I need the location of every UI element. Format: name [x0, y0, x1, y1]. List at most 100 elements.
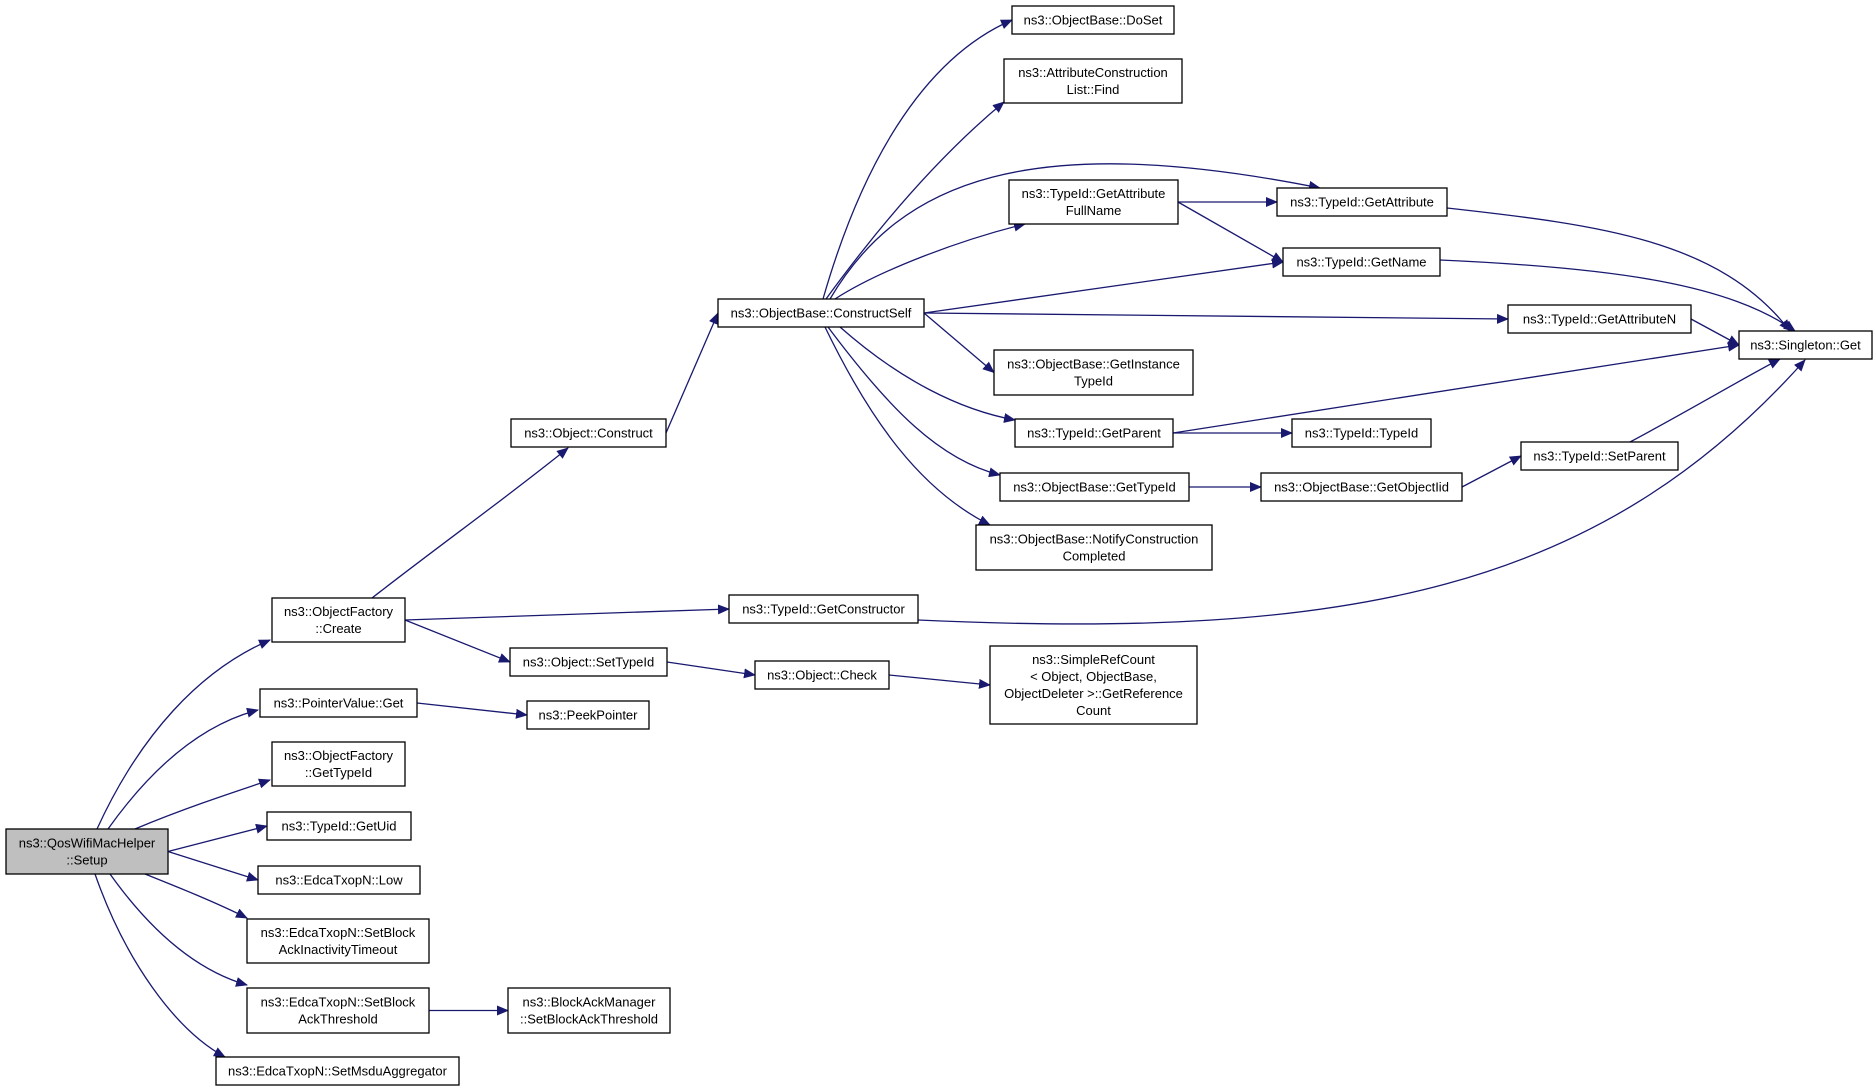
edge-tid_getattribute-to-singleton_get [1446, 207, 1791, 332]
edge-root-to-of_create [96, 639, 271, 830]
node-label-line: ns3::EdcaTxopN::Low [275, 872, 403, 887]
node-obj-settypeid[interactable]: ns3::Object::SetTypeId [509, 647, 668, 677]
node-label-line: ns3::ObjectFactory [284, 604, 394, 619]
node-label-line: AckInactivityTimeout [279, 942, 398, 957]
node-box [993, 349, 1194, 396]
node-label-line: ns3::Object::SetTypeId [523, 654, 655, 669]
node-tid-getattributen[interactable]: ns3::TypeId::GetAttributeN [1507, 304, 1692, 334]
node-of-create[interactable]: ns3::ObjectFactory::Create [271, 597, 406, 643]
edge-of_create-to-tid_getconstructor [404, 604, 730, 621]
edge-ob_constructself-to-tid_getattributen [923, 312, 1509, 324]
node-obj-construct[interactable]: ns3::Object::Construct [510, 418, 667, 448]
node-tid-getattribute[interactable]: ns3::TypeId::GetAttribute [1276, 187, 1448, 217]
node-label-line: ns3::Object::Construct [524, 425, 653, 440]
node-tid-getuid[interactable]: ns3::TypeId::GetUid [266, 811, 412, 841]
edge-tid_getparent-to-singleton_get [1172, 341, 1740, 434]
node-label-line: ns3::PeekPointer [538, 707, 638, 722]
node-label-line: AckThreshold [298, 1011, 377, 1026]
node-label-line: ns3::EdcaTxopN::SetMsduAggregator [228, 1063, 448, 1078]
node-label-line: ns3::TypeId::GetParent [1027, 425, 1161, 440]
node-edca-low[interactable]: ns3::EdcaTxopN::Low [257, 865, 421, 895]
node-label-line: ns3::TypeId::GetUid [282, 818, 397, 833]
node-box [246, 987, 430, 1034]
node-box [1011, 5, 1175, 35]
node-box [266, 811, 412, 841]
node-label-line: ns3::PointerValue::Get [274, 695, 404, 710]
node-label-line: ns3::ObjectBase::GetInstance [1007, 356, 1180, 371]
edge-pv_get-to-peekpointer [416, 702, 528, 719]
node-ob-notify[interactable]: ns3::ObjectBase::NotifyConstructionCompl… [975, 524, 1213, 571]
edge-ob_constructself-to-ob_notify [824, 326, 991, 526]
node-tid-typeid[interactable]: ns3::TypeId::TypeId [1291, 418, 1432, 448]
node-tid-getparent[interactable]: ns3::TypeId::GetParent [1014, 418, 1174, 448]
edge-obj_settypeid-to-obj_check [666, 661, 756, 679]
node-box [246, 918, 430, 964]
edge-tid_getname-to-singleton_get [1439, 259, 1796, 332]
node-pv-get[interactable]: ns3::PointerValue::Get [259, 688, 418, 718]
edge-ob_constructself-to-ob_gettypeid [827, 326, 1001, 478]
edge-ob_constructself-to-tid_getattrfullname [834, 221, 1026, 300]
edge-of_create-to-obj_construct [371, 447, 569, 599]
node-obj-check[interactable]: ns3::Object::Check [754, 660, 890, 690]
node-ob-constructself[interactable]: ns3::ObjectBase::ConstructSelf [717, 298, 925, 328]
node-root[interactable]: ns3::QosWifiMacHelper::Setup [5, 828, 169, 875]
edge-ob_constructself-to-ob_getinstancetypeid [923, 312, 995, 374]
node-label-line: TypeId [1074, 373, 1113, 388]
node-box [728, 594, 919, 624]
node-edca-setbat[interactable]: ns3::EdcaTxopN::SetBlockAckThreshold [246, 987, 430, 1034]
node-ob-gettypeid[interactable]: ns3::ObjectBase::GetTypeId [999, 472, 1190, 502]
node-label-line: ns3::TypeId::GetConstructor [742, 601, 905, 616]
node-box [1260, 472, 1463, 502]
node-label-line: ns3::AttributeConstruction [1018, 65, 1168, 80]
edge-root-to-edca_low [167, 850, 259, 882]
edge-root-to-edca_setbat [109, 873, 248, 987]
node-peekpointer[interactable]: ns3::PeekPointer [526, 700, 650, 730]
node-box [1014, 418, 1174, 448]
node-box [257, 865, 421, 895]
edge-root-to-edca_setbai [139, 871, 248, 919]
node-box [999, 472, 1190, 502]
node-label-line: ns3::TypeId::GetAttribute [1022, 186, 1166, 201]
node-tid-setparent[interactable]: ns3::TypeId::SetParent [1520, 441, 1679, 471]
node-ob-doset[interactable]: ns3::ObjectBase::DoSet [1011, 5, 1175, 35]
node-box [526, 700, 650, 730]
node-box [1738, 330, 1873, 360]
node-edca-setmsdu[interactable]: ns3::EdcaTxopN::SetMsduAggregator [215, 1056, 460, 1086]
node-label-line: ns3::TypeId::GetAttribute [1290, 194, 1434, 209]
node-bam-setbat[interactable]: ns3::BlockAckManager::SetBlockAckThresho… [507, 987, 671, 1034]
edge-ob_constructself-to-tid_getparent [839, 326, 1016, 423]
node-label-line: ns3::ObjectBase::ConstructSelf [731, 305, 912, 320]
node-edca-setbai[interactable]: ns3::EdcaTxopN::SetBlockAckInactivityTim… [246, 918, 430, 964]
node-label-line: ns3::EdcaTxopN::SetBlock [261, 925, 416, 940]
edge-ob_constructself-to-ob_doset [822, 19, 1013, 300]
node-label-line: List::Find [1067, 82, 1120, 97]
node-simplerefcount[interactable]: ns3::SimpleRefCount< Object, ObjectBase,… [989, 645, 1198, 725]
node-box [754, 660, 890, 690]
edge-tid_getattrfullname-to-tid_getname [1177, 201, 1284, 263]
node-of-gettypeid[interactable]: ns3::ObjectFactory::GetTypeId [271, 741, 406, 787]
node-label-line: ns3::EdcaTxopN::SetBlock [261, 994, 416, 1009]
node-label-line: ::Create [315, 621, 361, 636]
node-box [1507, 304, 1692, 334]
edge-tid_getconstructor-to-singleton_get [917, 359, 1806, 625]
edge-layer [94, 19, 1806, 1058]
node-label-line: Completed [1063, 548, 1126, 563]
node-box [1008, 179, 1179, 225]
node-label-line: ns3::ObjectBase::GetObjectIid [1274, 479, 1449, 494]
node-ob-getobjectiid[interactable]: ns3::ObjectBase::GetObjectIid [1260, 472, 1463, 502]
edge-tid_setparent-to-singleton_get [1629, 358, 1781, 443]
node-label-line: ::Setup [66, 852, 107, 867]
edge-root-to-edca_setmsdu [94, 873, 226, 1058]
node-label-line: ns3::Singleton::Get [1750, 337, 1861, 352]
node-label-line: ns3::ObjectBase::DoSet [1024, 12, 1163, 27]
node-tid-getconstructor[interactable]: ns3::TypeId::GetConstructor [728, 594, 919, 624]
node-box [259, 688, 418, 718]
node-label-line: < Object, ObjectBase, [1030, 669, 1157, 684]
node-singleton-get[interactable]: ns3::Singleton::Get [1738, 330, 1873, 360]
node-tid-getname[interactable]: ns3::TypeId::GetName [1282, 247, 1441, 277]
node-layer: ns3::QosWifiMacHelper::Setup ns3::ObjectF… [5, 5, 1873, 1086]
